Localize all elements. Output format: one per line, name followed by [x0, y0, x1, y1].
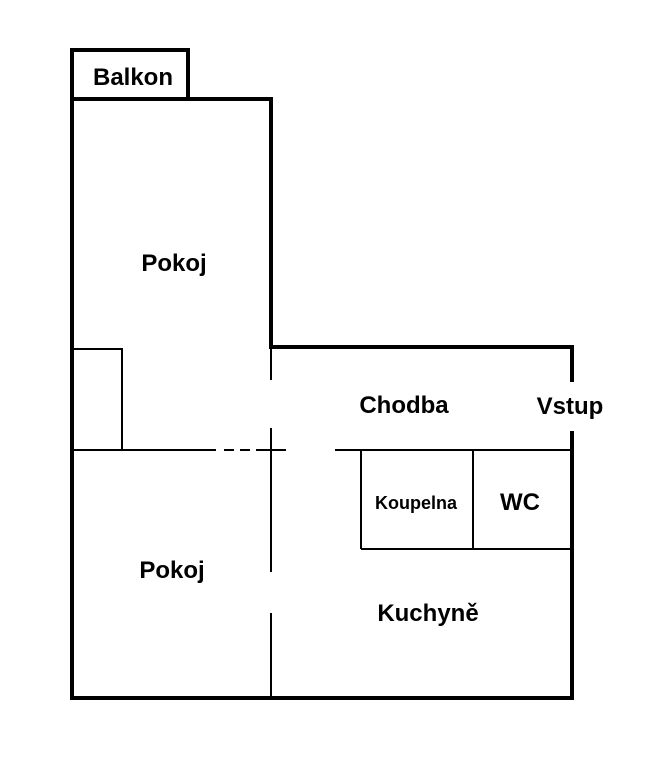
label-kitchen: Kuchyně	[377, 600, 478, 627]
label-balcony: Balkon	[93, 64, 173, 91]
label-room-lower: Pokoj	[139, 557, 204, 584]
room-labels: Balkon Pokoj Pokoj Chodba Vstup Koupelna…	[93, 64, 603, 627]
label-entrance: Vstup	[537, 393, 604, 420]
interior-walls	[72, 347, 572, 698]
wardrobe-niche	[72, 348, 123, 450]
outer-walls	[70, 48, 574, 700]
label-toilet: WC	[500, 489, 540, 516]
label-room-upper: Pokoj	[141, 250, 206, 277]
label-hallway: Chodba	[359, 392, 449, 419]
outer-wall-main	[70, 48, 574, 700]
label-bathroom: Koupelna	[375, 493, 458, 513]
